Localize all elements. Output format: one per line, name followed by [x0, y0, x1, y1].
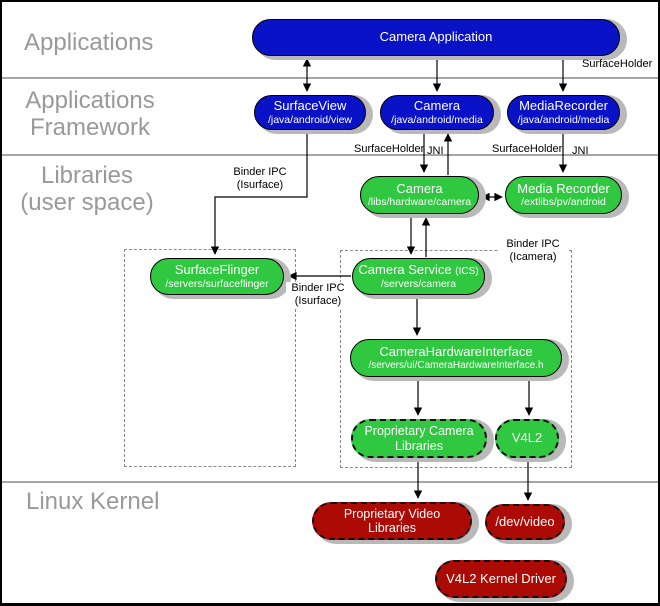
node-surfaceflinger-title: SurfaceFlinger — [174, 262, 260, 277]
node-camera-hardware-interface: CameraHardwareInterface /servers/ui/Came… — [350, 339, 562, 377]
layer-label-linux-kernel: Linux Kernel — [26, 488, 160, 516]
node-mediarecorder-java: MediaRecorder /java/android/media — [507, 95, 620, 130]
node-camera-service-title: Camera Service (ICS) — [358, 262, 479, 278]
node-camera-libs-title: Camera — [396, 180, 443, 196]
surfaceflinger-process-boundary — [124, 249, 296, 467]
node-camera-service: Camera Service (ICS) /servers/camera — [352, 258, 485, 295]
node-media-recorder-ext-title: Media Recorder — [517, 180, 610, 196]
node-camera-java-title: Camera — [413, 98, 461, 113]
node-surfaceflinger: SurfaceFlinger /servers/surfaceflinger — [150, 258, 284, 295]
layer-label-applications-text: Applications — [24, 29, 154, 56]
node-camera-libs: Camera /libs/hardware/camera — [360, 176, 479, 214]
label-binder-ipc-icamera-line1: Binder IPC — [506, 238, 560, 250]
label-jni-mediarecorder-text: JNI — [572, 145, 589, 157]
layer-label-applications: Applications — [24, 29, 154, 57]
label-binder-ipc-icamera-line2: (Icamera) — [509, 250, 557, 263]
label-surfaceholder-mediarecorder: SurfaceHolder — [492, 143, 562, 156]
node-mediarecorder-java-title: MediaRecorder — [519, 98, 608, 113]
label-binder-ipc-isurface-mid-line1: Binder IPC — [291, 282, 345, 294]
label-surfaceholder-camera: SurfaceHolder — [354, 143, 424, 156]
node-surfaceview: SurfaceView /java/android/view — [254, 95, 366, 130]
node-dev-video-title: /dev/video — [495, 513, 555, 529]
node-pvl-title: Proprietary Video Libraries — [343, 506, 441, 535]
node-chi-title: CameraHardwareInterface — [379, 343, 533, 359]
node-camera-libs-path: /libs/hardware/camera — [367, 196, 472, 209]
layer-label-libraries-line2: (user space) — [20, 188, 154, 216]
node-chi-path: /servers/ui/CameraHardwareInterface.h — [368, 359, 544, 371]
layer-label-kernel-text: Linux Kernel — [26, 488, 160, 515]
label-binder-ipc-icamera: Binder IPC (Icamera) — [498, 238, 568, 264]
node-camera-service-title-text: Camera Service — [358, 262, 452, 277]
node-proprietary-camera-libraries: Proprietary Camera Libraries — [351, 419, 487, 458]
layer-separator-libraries-kernel — [2, 481, 658, 483]
node-surfaceflinger-path: /servers/surfaceflinger — [165, 277, 269, 290]
label-surfaceholder-top-text: SurfaceHolder — [582, 58, 653, 70]
node-camera-java-path: /java/android/media — [391, 113, 483, 126]
label-surfaceholder-camera-text: SurfaceHolder — [354, 143, 425, 155]
node-camera-java: Camera /java/android/media — [380, 95, 494, 130]
label-jni-camera-text: JNI — [427, 145, 444, 157]
node-camera-service-title-suffix: (ICS) — [455, 266, 479, 277]
layer-label-libraries: Libraries (user space) — [14, 162, 160, 217]
layer-label-libraries-line1: Libraries — [40, 162, 134, 189]
label-surfaceholder-mediarecorder-text: SurfaceHolder — [492, 143, 563, 155]
label-binder-ipc-isurface-top: Binder IPC (Isurface) — [220, 166, 300, 192]
node-v4l2-title: V4L2 — [511, 430, 543, 446]
node-media-recorder-ext: Media Recorder /extlibs/pv/android — [505, 176, 622, 214]
layer-separator-applications-framework — [2, 77, 658, 79]
label-binder-ipc-isurface-top-line2: (Isurface) — [236, 178, 284, 191]
node-camera-application-title: Camera Application — [379, 29, 493, 45]
node-v4l2-kernel-title: V4L2 Kernel Driver — [446, 570, 556, 586]
node-media-recorder-ext-path: /extlibs/pv/android — [521, 196, 606, 209]
node-camera-service-path: /servers/camera — [380, 277, 457, 290]
layer-separator-framework-libraries — [2, 154, 658, 156]
camera-service-process-boundary — [340, 250, 572, 468]
label-jni-camera: JNI — [427, 145, 444, 158]
node-dev-video: /dev/video — [485, 504, 565, 540]
layer-label-framework-line2: Framework — [29, 113, 150, 141]
node-surfaceview-title: SurfaceView — [273, 98, 347, 113]
node-v4l2-kernel-driver: V4L2 Kernel Driver — [435, 560, 567, 598]
label-jni-mediarecorder: JNI — [572, 145, 589, 158]
layer-label-applications-framework: Applications Framework — [18, 87, 162, 142]
layer-label-framework-line1: Applications — [25, 87, 155, 114]
node-pcl-title: Proprietary Camera Libraries — [364, 424, 474, 453]
label-surfaceholder-top: SurfaceHolder — [582, 58, 652, 71]
node-mediarecorder-java-path: /java/android/media — [517, 113, 610, 126]
node-proprietary-video-libraries: Proprietary Video Libraries — [312, 502, 472, 540]
node-v4l2: V4L2 — [495, 419, 559, 458]
node-camera-application: Camera Application — [252, 19, 620, 56]
node-surfaceview-path: /java/android/view — [267, 113, 353, 126]
label-binder-ipc-isurface-mid-line2: (Isurface) — [294, 294, 342, 307]
label-binder-ipc-isurface-top-line1: Binder IPC — [233, 166, 287, 178]
label-binder-ipc-isurface-mid: Binder IPC (Isurface) — [286, 282, 350, 308]
